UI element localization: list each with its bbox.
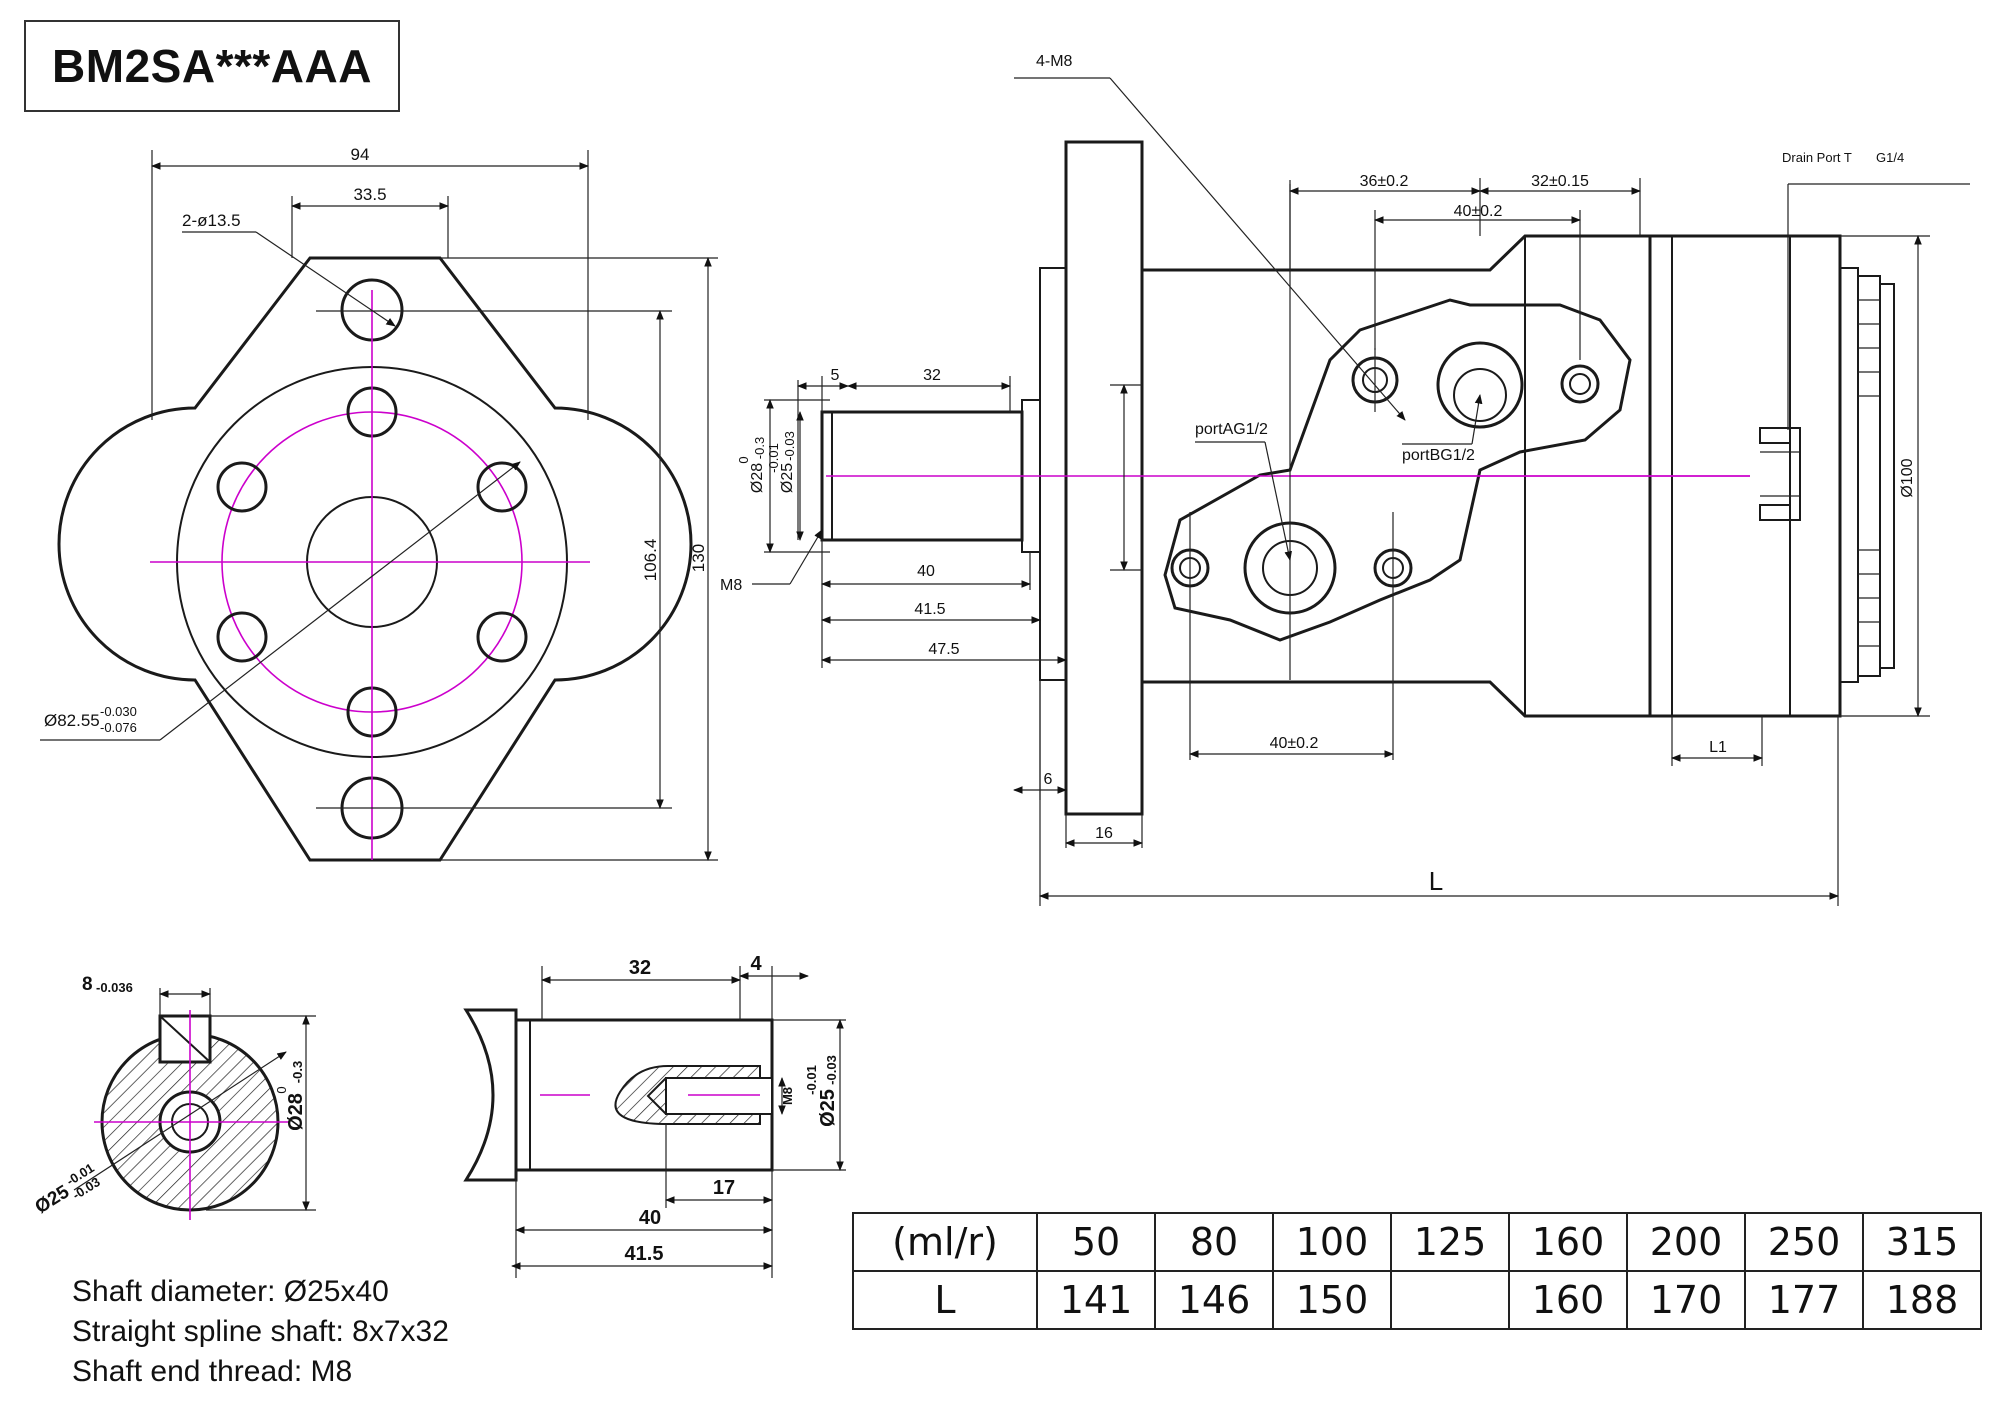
dim-pilot-diameter: Ø82.55: [44, 711, 100, 730]
dim-106-4: 106.4: [641, 539, 660, 582]
dim-40: 40: [639, 1207, 661, 1229]
end-bolts: [1839, 267, 1895, 683]
d25: Ø25: [817, 1089, 839, 1127]
spec-spline: Straight spline shaft: 8x7x32: [72, 1315, 449, 1348]
shaft-end-break: [463, 1008, 518, 1182]
displacement-table: (ml/r) 50 80 100 125 160 200 250 315 L 1…: [852, 1212, 1982, 1330]
d28: Ø28: [285, 1093, 307, 1131]
dim-47-5: 47.5: [928, 641, 959, 658]
thread-bore: [665, 1077, 773, 1115]
table-cell: 188: [1862, 1270, 1982, 1330]
port-b-label: portBG1/2: [1402, 447, 1475, 464]
table-cell: 146: [1154, 1270, 1274, 1330]
dim-94: 94: [351, 145, 370, 164]
dim-d25: Ø25: [779, 463, 796, 493]
table-row-length: L 141 146 150 160 170 177 188: [852, 1270, 1982, 1330]
table-row-displacement: (ml/r) 50 80 100 125 160 200 250 315: [852, 1212, 1982, 1272]
key-width: 8: [82, 974, 93, 995]
flange-outline: [57, 256, 693, 862]
table-cell: 250: [1744, 1212, 1864, 1272]
pilot-step: [1039, 267, 1067, 681]
table-cell: 170: [1626, 1270, 1746, 1330]
spec-shaft-diameter: Shaft diameter: Ø25x40: [72, 1275, 389, 1308]
side-view: 4-M8 36±0.2 32±0.15 40±0.2 Drain Port T …: [720, 53, 1970, 906]
d28-zero: 0: [274, 1086, 289, 1093]
table-cell: 100: [1272, 1212, 1392, 1272]
port-b-outer: [1436, 341, 1524, 429]
dim-pilot-tol-lower: -0.076: [100, 720, 137, 735]
table-cell: 125: [1390, 1212, 1510, 1272]
shaft-detail: 32 4 M8 -0.01 Ø25 -0.03 17 40 41.5: [463, 953, 846, 1278]
port-b-inner: [1453, 368, 1507, 422]
model-title: BM2SA***AAA: [52, 40, 372, 92]
front-view: 94 33.5 2-ø13.5 106.4 130 Ø82.55 -0.030 …: [40, 145, 718, 862]
bolt-hole: [216, 611, 268, 663]
dim-32-top: 32±0.15: [1531, 173, 1589, 190]
dim-16: 16: [1095, 825, 1113, 842]
dim-shaft-5: 5: [831, 367, 840, 384]
holes-label: 2-ø13.5: [182, 211, 241, 230]
d25-tol-lower: -0.03: [824, 1055, 839, 1085]
dim-36: 36±0.2: [1360, 173, 1409, 190]
key-tol: -0.036: [96, 980, 133, 995]
shaft-section: 8 -0.036 0 Ø28 -0.3 Ø25 -0.01 -0.03: [32, 974, 316, 1220]
dim-40: 40: [917, 563, 935, 580]
m8-label: M8: [720, 577, 742, 594]
dim-d28-zero: 0: [736, 456, 751, 463]
d28-tol: -0.3: [290, 1061, 305, 1083]
thread-hole-right: [1560, 364, 1600, 404]
dim-17: 17: [713, 1177, 735, 1199]
dim-d100: Ø100: [1899, 458, 1916, 497]
table-cell: 177: [1744, 1270, 1864, 1330]
dim-32: 32: [629, 957, 651, 979]
drain-label: Drain Port T: [1782, 150, 1852, 165]
table-cell: 50: [1036, 1212, 1156, 1272]
d25: Ø25: [32, 1181, 74, 1218]
dim-41-5: 41.5: [625, 1243, 664, 1265]
spec-thread: Shaft end thread: M8: [72, 1355, 353, 1388]
dim-130: 130: [689, 544, 708, 572]
dim-41-5: 41.5: [914, 601, 945, 618]
table-header: (ml/r): [852, 1212, 1038, 1272]
drain-size: G1/4: [1876, 150, 1904, 165]
dim-d25-tol-lower: -0.03: [782, 431, 797, 461]
port-plate: [1163, 298, 1632, 642]
table-cell: [1390, 1270, 1510, 1330]
table-cell: 315: [1862, 1212, 1982, 1272]
bolt-hole: [476, 611, 528, 663]
dim-33-5: 33.5: [353, 185, 386, 204]
dim-40-top: 40±0.2: [1454, 203, 1503, 220]
d25-tol-upper: -0.01: [804, 1065, 819, 1095]
dim-4: 4: [750, 953, 762, 975]
shaft-specs: Shaft diameter: Ø25x40 Straight spline s…: [72, 1272, 449, 1392]
dim-d28-tol: -0.3: [752, 437, 767, 459]
table-cell: 160: [1508, 1212, 1628, 1272]
dim-d25-tol-upper: -0.01: [766, 443, 781, 473]
table-cell: 141: [1036, 1270, 1156, 1330]
dim-l1: L1: [1709, 739, 1727, 756]
table-cell: 160: [1508, 1270, 1628, 1330]
thread-label: 4-M8: [1036, 53, 1073, 70]
dim-shaft-32: 32: [923, 367, 941, 384]
bolt-hole: [476, 461, 528, 513]
dim-6: 6: [1044, 771, 1053, 788]
dim-40-bottom: 40±0.2: [1270, 735, 1319, 752]
dim-d28: Ø28: [749, 463, 766, 493]
dim-l: L: [1429, 866, 1443, 896]
title-box: BM2SA***AAA: [24, 20, 400, 112]
table-header: L: [852, 1270, 1038, 1330]
table-cell: 150: [1272, 1270, 1392, 1330]
table-cell: 80: [1154, 1212, 1274, 1272]
port-a-label: portAG1/2: [1195, 421, 1268, 438]
table-cell: 200: [1626, 1212, 1746, 1272]
drain-port-plug: [1759, 427, 1801, 521]
dim-pilot-tol-upper: -0.030: [100, 704, 137, 719]
bolt-hole: [216, 461, 268, 513]
side-flange: [1064, 140, 1144, 816]
